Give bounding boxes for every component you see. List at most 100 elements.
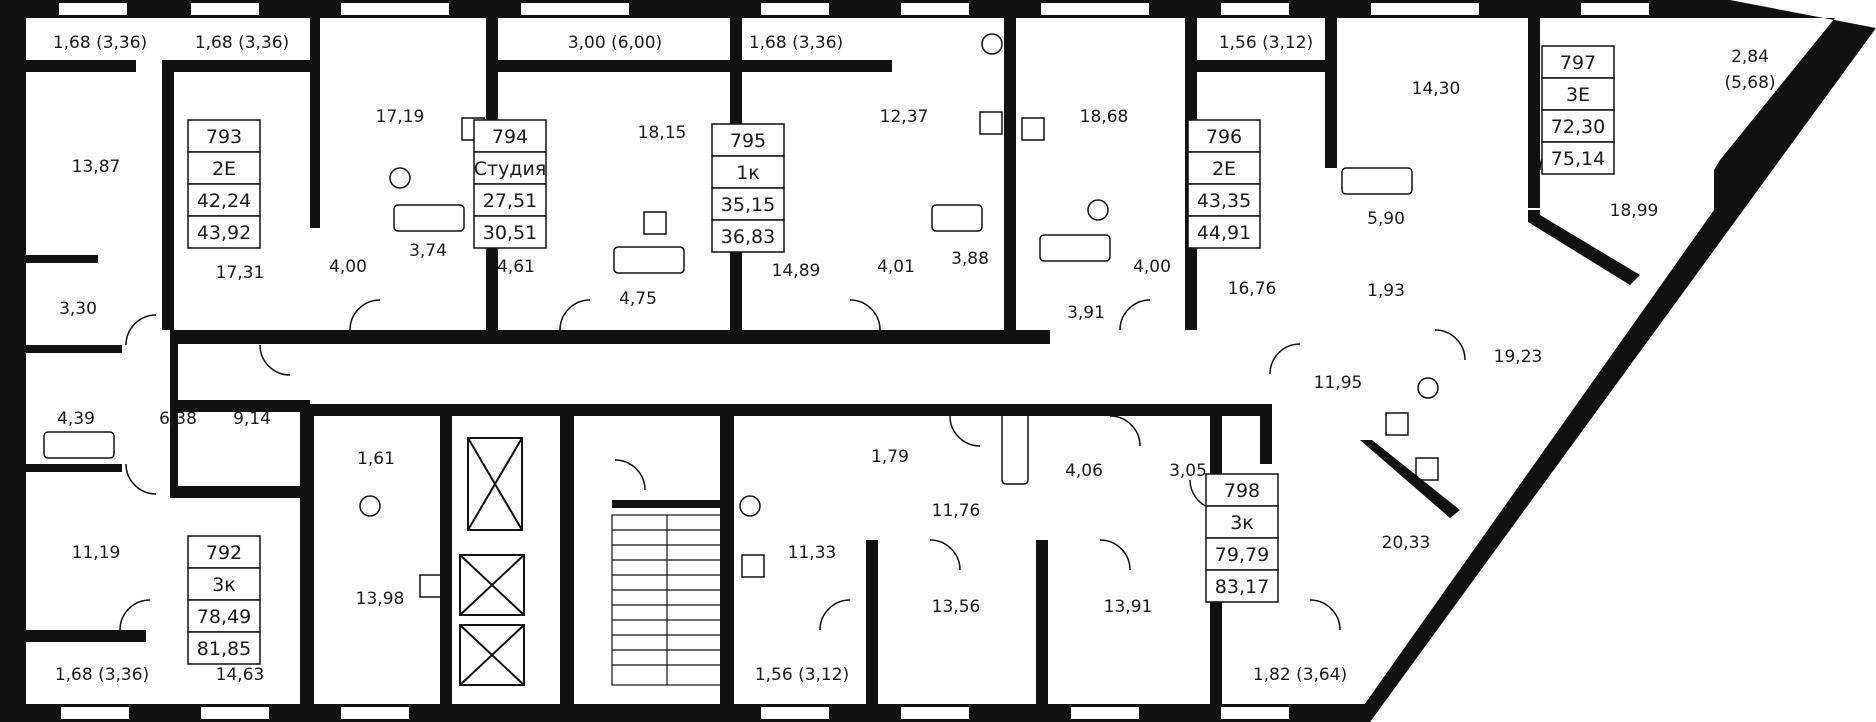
apartment-number: 795	[730, 130, 766, 152]
apartment-card-cell	[1541, 141, 1615, 175]
room-area: 14,30	[1412, 79, 1461, 99]
balcony-labels: 1,68 (3,36) 1,68 (3,36) 3,00 (6,00) 1,68…	[53, 33, 1776, 685]
door-swings	[119, 139, 1571, 631]
apartment-living: 42,24	[197, 190, 251, 212]
room-labels: 13,87 17,31 17,19 4,00 3,74 4,61 18,15 4…	[57, 79, 1658, 685]
apartment-card-cell	[187, 535, 261, 569]
apartment-total: 83,17	[1215, 576, 1269, 598]
room-area: 9,14	[233, 409, 271, 429]
apartment-type: 3к	[1230, 512, 1254, 534]
apartment-living: 72,30	[1551, 116, 1605, 138]
apartment-card-cell	[473, 215, 547, 249]
apartment-card-cell	[187, 151, 261, 185]
room-area: 14,63	[216, 665, 265, 685]
apartment-number: 798	[1224, 480, 1260, 502]
apartment-card-cell	[1205, 537, 1279, 571]
room-area: 19,23	[1494, 347, 1543, 367]
apartment-number: 796	[1206, 126, 1242, 148]
apartment-card-cell	[1187, 119, 1261, 153]
room-area: 11,95	[1314, 373, 1363, 393]
apartment-card-cell	[711, 219, 785, 253]
balcony-label: 1,68 (3,36)	[195, 33, 289, 53]
room-area: 11,33	[788, 543, 837, 563]
apartment-card-cell	[187, 599, 261, 633]
room-area: 3,05	[1169, 461, 1207, 481]
room-area: 6,38	[159, 409, 197, 429]
room-area: 11,76	[932, 501, 981, 521]
apartment-number: 792	[206, 542, 242, 564]
staircase	[611, 514, 723, 686]
apartment-living: 79,79	[1215, 544, 1269, 566]
balcony-label: 1,56 (3,12)	[755, 665, 849, 685]
fixtures	[43, 33, 1439, 598]
room-area: 4,00	[329, 257, 367, 277]
apartment-type: 3Е	[1566, 84, 1590, 106]
room-area: 4,06	[1065, 461, 1103, 481]
room-area: 3,30	[59, 299, 97, 319]
balcony-label: (5,68)	[1724, 73, 1775, 93]
apartment-card-cell	[187, 631, 261, 665]
apartment-living: 27,51	[483, 190, 537, 212]
balcony-label: 1,68 (3,36)	[749, 33, 843, 53]
room-area: 17,31	[216, 263, 265, 283]
windows	[57, 1, 1651, 721]
apartment-card[interactable]: 795 1к 35,15 36,83	[711, 123, 785, 253]
room-area: 4,01	[877, 257, 915, 277]
balcony-label: 3,00 (6,00)	[568, 33, 662, 53]
apartment-living: 43,35	[1197, 190, 1251, 212]
room-area: 12,37	[880, 107, 929, 127]
balcony-label: 1,68 (3,36)	[53, 33, 147, 53]
apartment-card[interactable]: 792 3к 78,49 81,85	[187, 535, 261, 665]
room-area: 17,19	[376, 107, 425, 127]
apartment-card-cell	[1187, 215, 1261, 249]
apartment-total: 30,51	[483, 222, 537, 244]
apartment-card[interactable]: 793 2Е 42,24 43,92	[187, 119, 261, 249]
room-area: 13,87	[72, 157, 121, 177]
room-area: 13,56	[932, 597, 981, 617]
apartment-total: 36,83	[721, 226, 775, 248]
room-area: 13,98	[356, 589, 405, 609]
apartment-card[interactable]: 797 3Е 72,30 75,14	[1541, 45, 1615, 175]
apartment-card-cell	[1187, 183, 1261, 217]
balcony-label: 1,56 (3,12)	[1219, 33, 1313, 53]
apartment-card-cell	[1205, 569, 1279, 603]
room-area: 5,90	[1367, 209, 1405, 229]
room-area: 1,79	[871, 447, 909, 467]
apartment-type: 1к	[736, 162, 760, 184]
room-area: 1,61	[357, 449, 395, 469]
room-area: 18,99	[1610, 201, 1659, 221]
apartment-total: 43,92	[197, 222, 251, 244]
apartment-number: 797	[1560, 52, 1596, 74]
apartment-card-cell	[1541, 109, 1615, 143]
room-area: 1,93	[1367, 281, 1405, 301]
apartment-total: 75,14	[1551, 148, 1605, 170]
apartment-type: Студия	[474, 158, 547, 180]
room-area: 3,88	[951, 249, 989, 269]
apartment-total: 81,85	[197, 638, 251, 660]
apartment-card[interactable]: 798 3к 79,79 83,17	[1205, 473, 1279, 603]
room-area: 20,33	[1382, 533, 1431, 553]
apartment-card-cell	[473, 183, 547, 217]
apartment-card-cell	[1541, 77, 1615, 111]
apartment-living: 78,49	[197, 606, 251, 628]
apartment-card-cell	[473, 151, 547, 185]
apartment-number: 794	[492, 126, 528, 148]
room-area: 4,39	[57, 409, 95, 429]
apartment-type: 3к	[212, 574, 236, 596]
apartment-card-cell	[187, 215, 261, 249]
elevators	[459, 437, 525, 686]
room-area: 4,75	[619, 289, 657, 309]
apartment-number: 793	[206, 126, 242, 148]
room-area: 3,91	[1067, 303, 1105, 323]
room-area: 4,61	[497, 257, 535, 277]
room-area: 18,68	[1080, 107, 1129, 127]
apartment-type: 2Е	[212, 158, 236, 180]
apartment-living: 35,15	[721, 194, 775, 216]
room-area: 3,74	[409, 241, 447, 261]
room-area: 18,15	[638, 123, 687, 143]
balcony-label: 1,82 (3,64)	[1253, 665, 1347, 685]
